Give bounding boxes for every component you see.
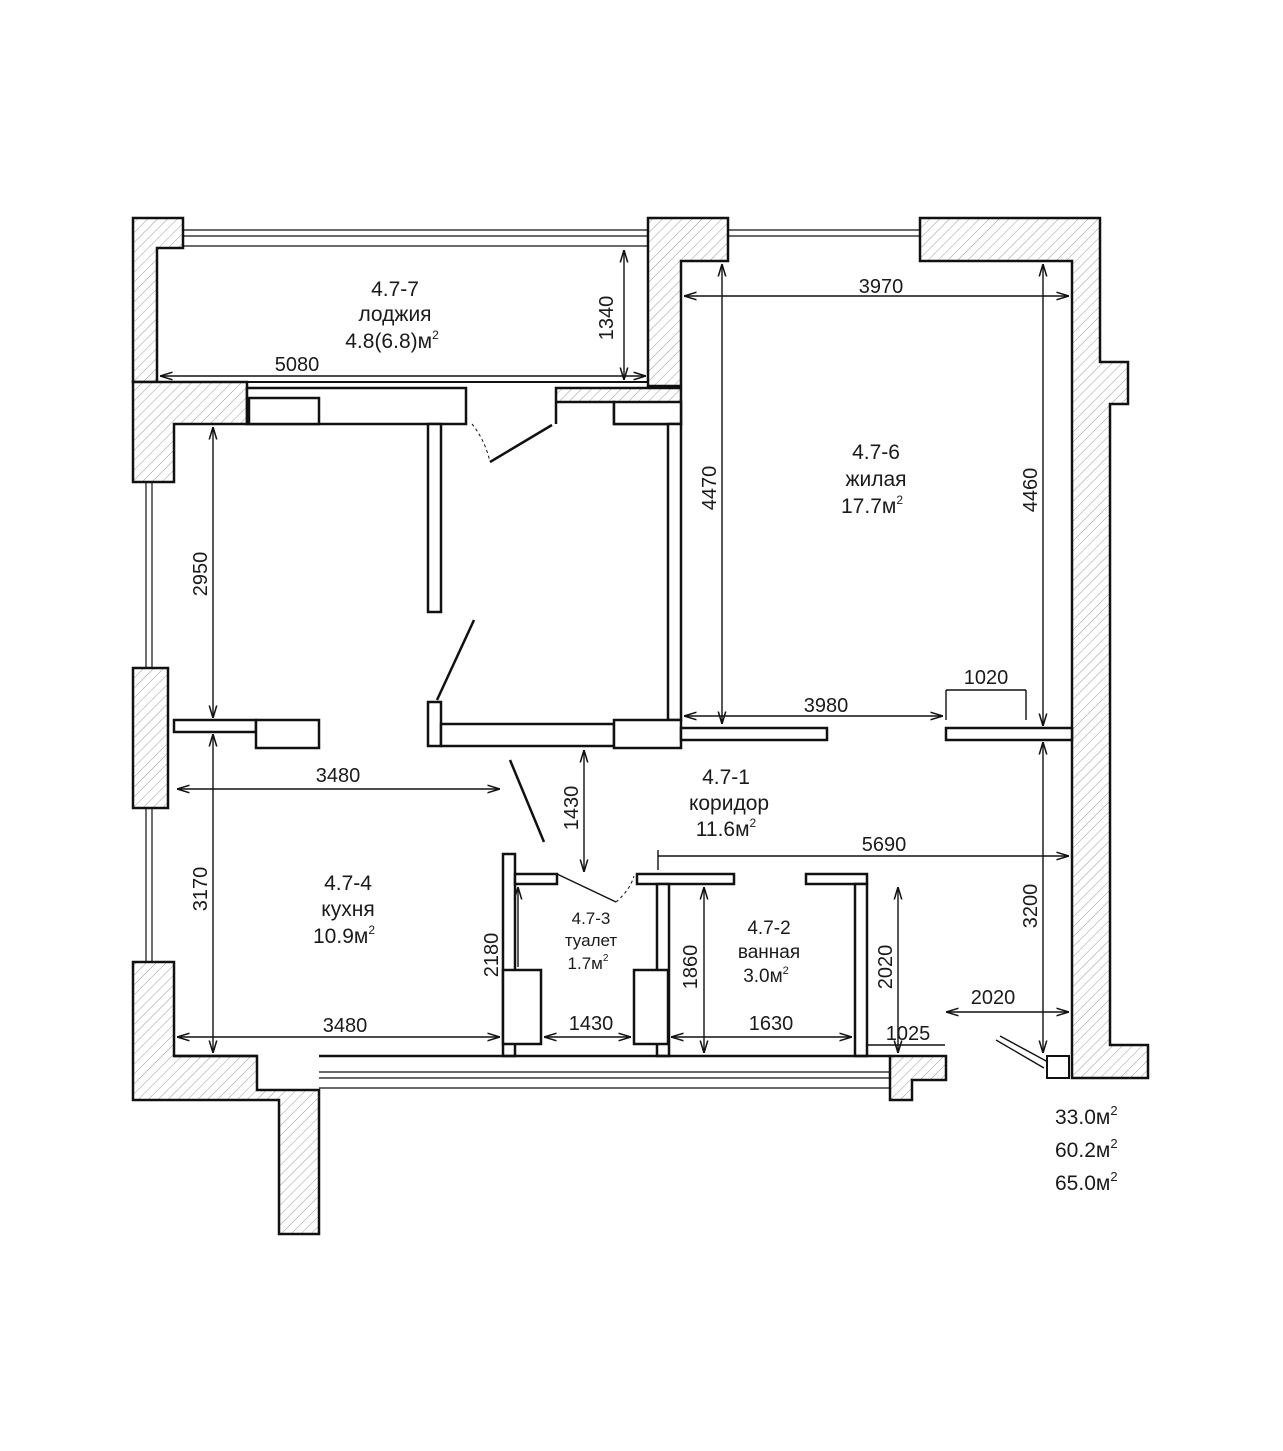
- area-totals: 33.0м2 60.2м2 65.0м2: [1055, 1103, 1118, 1195]
- room-name: лоджия: [358, 303, 431, 326]
- room-label-living: 4.7-6 жилая 17.7м2: [841, 441, 907, 518]
- total-area: 60.2м2: [1055, 1136, 1118, 1162]
- dimension-labels: 5080 1340 3970 4470 4460 3980 1020 2950 …: [190, 276, 1042, 1045]
- bottom-right-wall: [888, 1054, 948, 1102]
- dim-toilet-width: 1430: [569, 1013, 614, 1035]
- loggia-right-pillar: [646, 216, 730, 388]
- total-area-with-loggia: 65.0м2: [1055, 1169, 1118, 1195]
- dimension-lines: [160, 250, 1069, 1053]
- room-number: 4.7-4: [324, 872, 372, 895]
- dim-door-width: 1020: [964, 667, 1009, 689]
- dim-loggia-width: 5080: [275, 354, 320, 376]
- dim-bath-height: 1860: [680, 945, 702, 990]
- dim-living-height-right: 4460: [1020, 468, 1042, 513]
- dim-toilet-height: 2180: [481, 933, 503, 978]
- room-number: 4.7-3: [572, 909, 611, 928]
- dim-niche-height: 2020: [875, 945, 897, 990]
- room-label-corridor: 4.7-1 коридор 11.6м2: [689, 766, 769, 841]
- room-area: 11.6м2: [696, 816, 757, 841]
- room-area: 1.7м2: [568, 953, 609, 973]
- dim-loggia-depth: 1340: [596, 296, 618, 341]
- room-name: туалет: [565, 931, 618, 950]
- dim-corridor-height: 1430: [561, 786, 583, 831]
- room-label-kitchen: 4.7-4 кухня 10.9м2: [313, 872, 375, 948]
- right-exterior-wall: [918, 216, 1150, 1080]
- room-name: кухня: [321, 898, 374, 921]
- interior-partitions: [157, 381, 1074, 1079]
- dim-kitchen-height: 3170: [190, 867, 212, 912]
- room-area: 3.0м2: [743, 965, 789, 987]
- left-wall-lower: [131, 960, 321, 1236]
- dim-kitchen-width: 3480: [323, 1015, 368, 1037]
- doors: [435, 423, 1049, 1069]
- room-number: 4.7-6: [852, 441, 900, 464]
- room-name: коридор: [689, 792, 769, 815]
- room-label-bathroom: 4.7-2 ванная 3.0м2: [738, 918, 800, 987]
- room-name: ванная: [738, 942, 800, 963]
- left-wall-upper: [131, 380, 249, 484]
- room-area: 10.9м2: [313, 923, 375, 948]
- room-label-toilet: 4.7-3 туалет 1.7м2: [565, 909, 618, 973]
- dim-living-width-top: 3970: [859, 276, 904, 298]
- dim-living-height-left: 4470: [699, 466, 721, 511]
- room-number: 4.7-2: [747, 918, 790, 939]
- room-number: 4.7-7: [371, 278, 419, 301]
- room-area: 17.7м2: [841, 493, 903, 518]
- dim-living-width-bottom: 3980: [804, 695, 849, 717]
- room-number: 4.7-1: [702, 766, 750, 789]
- room-label-loggia: 4.7-7 лоджия 4.8(6.8)м2: [345, 278, 439, 353]
- dim-bath-width: 1630: [749, 1013, 794, 1035]
- room-area: 4.8(6.8)м2: [345, 328, 439, 353]
- total-living-area: 33.0м2: [1055, 1103, 1118, 1129]
- dim-middle-width: 3480: [316, 765, 361, 787]
- dim-entry-width: 2020: [971, 987, 1016, 1009]
- dim-corridor-right-height: 3200: [1020, 884, 1042, 929]
- dim-upper-left-height: 2950: [190, 552, 212, 597]
- left-wall-pier: [131, 666, 170, 810]
- room-name: жилая: [845, 468, 906, 491]
- loggia-left-wall: [131, 216, 185, 384]
- dim-niche-width: 1025: [886, 1023, 931, 1045]
- windows: [145, 229, 920, 1089]
- dim-corridor-width: 5690: [862, 834, 907, 856]
